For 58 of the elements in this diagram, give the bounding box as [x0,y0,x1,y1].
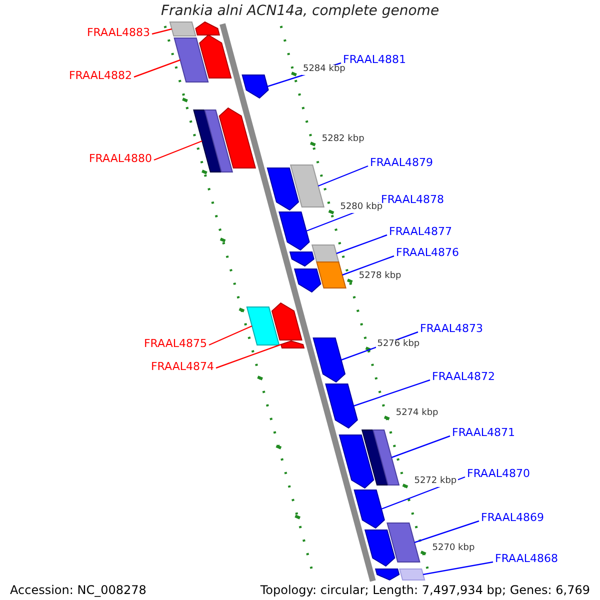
scale-label: 5276 kbp [376,340,421,350]
gene-block [290,164,325,208]
leader-line [318,165,368,187]
leader-line [336,234,388,254]
gene-label: FRAAL4878 [381,194,444,206]
gene-block [386,522,420,562]
pointed-gene-shape [338,434,374,489]
pointed-gene-shape [354,490,385,529]
gene-label: FRAAL4876 [396,247,460,260]
gene-block [246,306,280,346]
gene-block [311,244,340,262]
gene-label: FRAAL4874 [150,361,214,374]
gene-label: FRAAL4868 [495,553,558,566]
gene-block [361,430,389,486]
leader-line [414,520,480,544]
map-title: Frankia alni ACN14a, complete genome [160,4,440,20]
pointed-gene-shape [218,107,256,168]
pointed-gene-shape [312,338,346,383]
gene-block [174,38,209,82]
gene-label: FRAAL4877 [389,226,452,238]
accession-text: Accession: NC_008278 [10,584,146,598]
scale-label: 5274 kbp [394,409,440,419]
leader-line [152,28,172,35]
leader-line [342,255,394,276]
gene-label: FRAAL4872 [432,371,496,384]
leader-line [216,344,282,369]
scale-label: 5284 kbp [302,65,346,75]
gene-label: FRAAL4882 [68,70,132,82]
leader-line [134,59,180,78]
pointed-gene-shape [294,268,322,293]
gene-block [204,110,234,172]
scale-label: 5278 kbp [358,272,402,282]
pointed-gene-shape [325,384,358,429]
leader-line [208,325,252,346]
leader-line [391,435,450,458]
gene-label: FRAAL4869 [481,512,544,524]
gene-block [398,568,426,580]
gene-block [316,262,346,288]
gene-label: FRAAL4873 [420,323,484,336]
gene-label: FRAAL4871 [452,427,516,440]
scale-label: 5282 kbp [320,135,366,145]
gene-block [372,430,400,486]
scale-label: 5270 kbp [431,544,476,554]
pointed-gene-shape [266,168,300,211]
pointed-gene-shape [242,74,269,99]
scale-label: 5280 kbp [339,203,384,213]
gene-block [193,110,222,172]
gene-label: FRAAL4883 [86,27,150,40]
leader-line [154,140,202,161]
leader-line [423,561,494,576]
scale-label: 5272 kbp [413,477,458,487]
genome-stats-text: Topology: circular; Length: 7,497,934 bp; Genes: 6,769 [260,584,590,598]
gene-label: FRAAL4880 [88,153,152,166]
gene-label: FRAAL4881 [343,54,406,66]
leader-line [353,379,430,407]
gene-label: FRAAL4870 [467,468,530,480]
gene-label: FRAAL4875 [144,338,207,350]
gene-label: FRAAL4879 [370,157,434,170]
